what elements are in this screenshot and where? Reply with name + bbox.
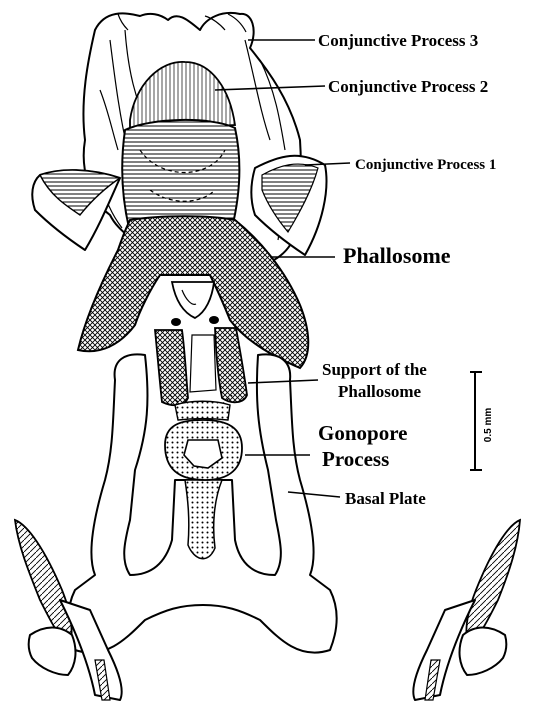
label-support-line-1: Support of the (322, 360, 427, 379)
scale-bar-label: 0.5 mm (483, 408, 494, 443)
label-phallosome: Phallosome (343, 243, 451, 268)
label-conjunctive-process-2: Conjunctive Process 2 (328, 77, 488, 96)
label-conjunctive-process-1: Conjunctive Process 1 (355, 157, 496, 173)
phallosome-plate (122, 120, 239, 232)
label-support-line-2: Phallosome (338, 382, 422, 401)
basal-plate-shape (68, 354, 337, 652)
scale-bar: 0.5 mm (470, 372, 494, 470)
gonopore-process-shape (165, 401, 242, 480)
label-conjunctive-process-3: Conjunctive Process 3 (318, 31, 478, 50)
label-basal-plate: Basal Plate (345, 489, 426, 508)
support-of-phallosome-shape (155, 328, 247, 410)
label-gonopore-line-2: Process (322, 447, 389, 471)
label-gonopore-line-1: Gonopore (318, 421, 407, 445)
